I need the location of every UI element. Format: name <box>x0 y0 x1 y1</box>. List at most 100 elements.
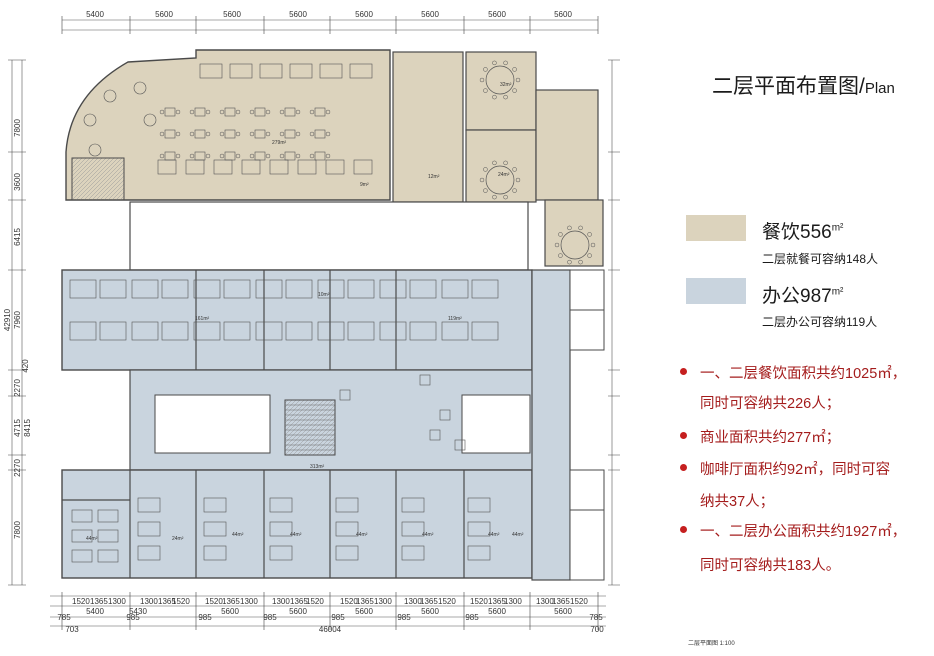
dining-chair <box>189 131 195 137</box>
dining-table <box>284 151 296 161</box>
room-label-lower-1: 24m² <box>172 536 184 542</box>
dim-bottom-0: 5400 <box>86 607 104 616</box>
room-label-32: 32m² <box>500 82 512 88</box>
dining-window-table <box>319 63 343 79</box>
dim-bottom-sub-5d: 1520 <box>570 597 588 606</box>
dim-bottom-1: 5430 <box>129 607 147 616</box>
dimension-ticks <box>8 16 620 630</box>
office-desk <box>99 279 127 299</box>
office-desk <box>441 279 469 299</box>
dining-chair <box>159 131 165 137</box>
bullet-dot-1 <box>680 432 687 439</box>
dining-chair <box>265 131 271 137</box>
dining-chair <box>279 131 285 137</box>
bullet-3-line-0: 一、二层办公面积共约1927㎡， <box>700 524 907 540</box>
dining-chair <box>325 109 331 115</box>
dim-bottom-sub-5c: 1520 <box>438 597 456 606</box>
office-desk <box>317 321 345 341</box>
banquet-chair <box>554 242 560 248</box>
dining-window-table <box>349 63 373 79</box>
dining-chair <box>249 153 255 159</box>
dim-bottom-sub-5b: 1520 <box>306 597 324 606</box>
legend-dining-note: 二层就餐可容纳148人 <box>762 252 879 266</box>
office-desk <box>69 321 97 341</box>
office-desk <box>471 279 499 299</box>
room-label-119: 119m² <box>448 316 462 322</box>
dining-zone <box>65 49 604 267</box>
dim-bottom-sub-4d: 1365 <box>552 597 570 606</box>
dining-chair <box>159 153 165 159</box>
bullet-0-line-0: 一、二层餐饮面积共约1025㎡， <box>700 366 907 382</box>
dim-bottom-sub-0b: 1520 <box>205 597 223 606</box>
legend-dining-unit: m² <box>831 222 844 234</box>
banquet-chair <box>503 60 508 66</box>
office-desk-lower <box>269 545 293 561</box>
bullet-0-line-1: 同时可容纳共226人； <box>700 396 841 412</box>
office-desk <box>409 321 437 341</box>
dining-chair <box>295 153 301 159</box>
lounge-seat <box>439 409 451 421</box>
room-label-lower-4: 44m² <box>356 532 368 538</box>
banquet-chair <box>590 242 596 248</box>
legend-office-unit: m² <box>831 286 844 298</box>
room-label-lower-5: 44m² <box>422 532 434 538</box>
room-label-161: 161m² <box>195 316 210 322</box>
void-left <box>154 394 271 454</box>
round-table <box>88 143 102 157</box>
room-label-24: 24m² <box>498 172 510 178</box>
dining-window-table <box>259 63 283 79</box>
dim-bottom-total: 46004 <box>319 625 342 634</box>
dining-chair <box>295 109 301 115</box>
office-desk <box>193 279 221 299</box>
banquet-chair <box>492 194 497 200</box>
dimension-lines <box>11 19 613 627</box>
dining-window-table <box>229 63 253 79</box>
dim-left-6: 2270 <box>13 459 22 477</box>
office-desk <box>317 279 345 299</box>
room-labels: 279m² 12m² 24m² 32m² 9m² 161m² 119m² 10m… <box>86 82 524 542</box>
office-desk-left <box>97 509 119 523</box>
banquet-chair <box>503 160 508 166</box>
dining-booth <box>269 159 289 175</box>
page-title: 二层平面布置图/Plan <box>712 70 895 100</box>
office-desk-left <box>71 529 93 543</box>
office-desk <box>441 321 469 341</box>
dining-chair <box>295 131 301 137</box>
dining-chair <box>249 131 255 137</box>
office-desk-left <box>71 509 93 523</box>
office-desk-lower <box>269 497 293 513</box>
page-title-en: Plan <box>864 80 895 97</box>
dim-top-2: 5600 <box>223 10 241 19</box>
dim-bottom-sub-0: 1520 <box>72 597 90 606</box>
office-desk <box>193 321 221 341</box>
dim-bottom-sub-3: 1300 <box>140 597 158 606</box>
service-rooms-right <box>569 269 605 581</box>
dining-chair <box>325 131 331 137</box>
office-desk <box>131 279 159 299</box>
dining-booth <box>241 159 261 175</box>
dining-chair <box>189 153 195 159</box>
banquet-chair <box>587 253 592 258</box>
dim-top-4: 5600 <box>355 10 373 19</box>
office-desk <box>69 279 97 299</box>
room-label-lower-6: 44m² <box>488 532 500 538</box>
office-desk-left <box>71 549 93 563</box>
dining-service <box>535 89 599 201</box>
office-desk <box>255 279 283 299</box>
lounge-seat <box>339 389 351 401</box>
dim-bottom-sub-2d: 1300 <box>504 597 522 606</box>
office-desk-lower <box>467 497 491 513</box>
dining-table <box>194 129 206 139</box>
banquet-chair <box>512 188 517 193</box>
banquet-table <box>560 230 590 260</box>
office-desk-lower <box>137 497 161 513</box>
dim-left-1: 3600 <box>13 173 22 191</box>
dining-chair <box>265 109 271 115</box>
dining-table <box>314 151 326 161</box>
dining-chair <box>175 109 181 115</box>
room-label-lower-3: 44m² <box>290 532 302 538</box>
dining-window-table <box>199 63 223 79</box>
dining-booth <box>297 159 317 175</box>
dining-stair-left <box>71 157 125 201</box>
office-desk <box>161 321 189 341</box>
